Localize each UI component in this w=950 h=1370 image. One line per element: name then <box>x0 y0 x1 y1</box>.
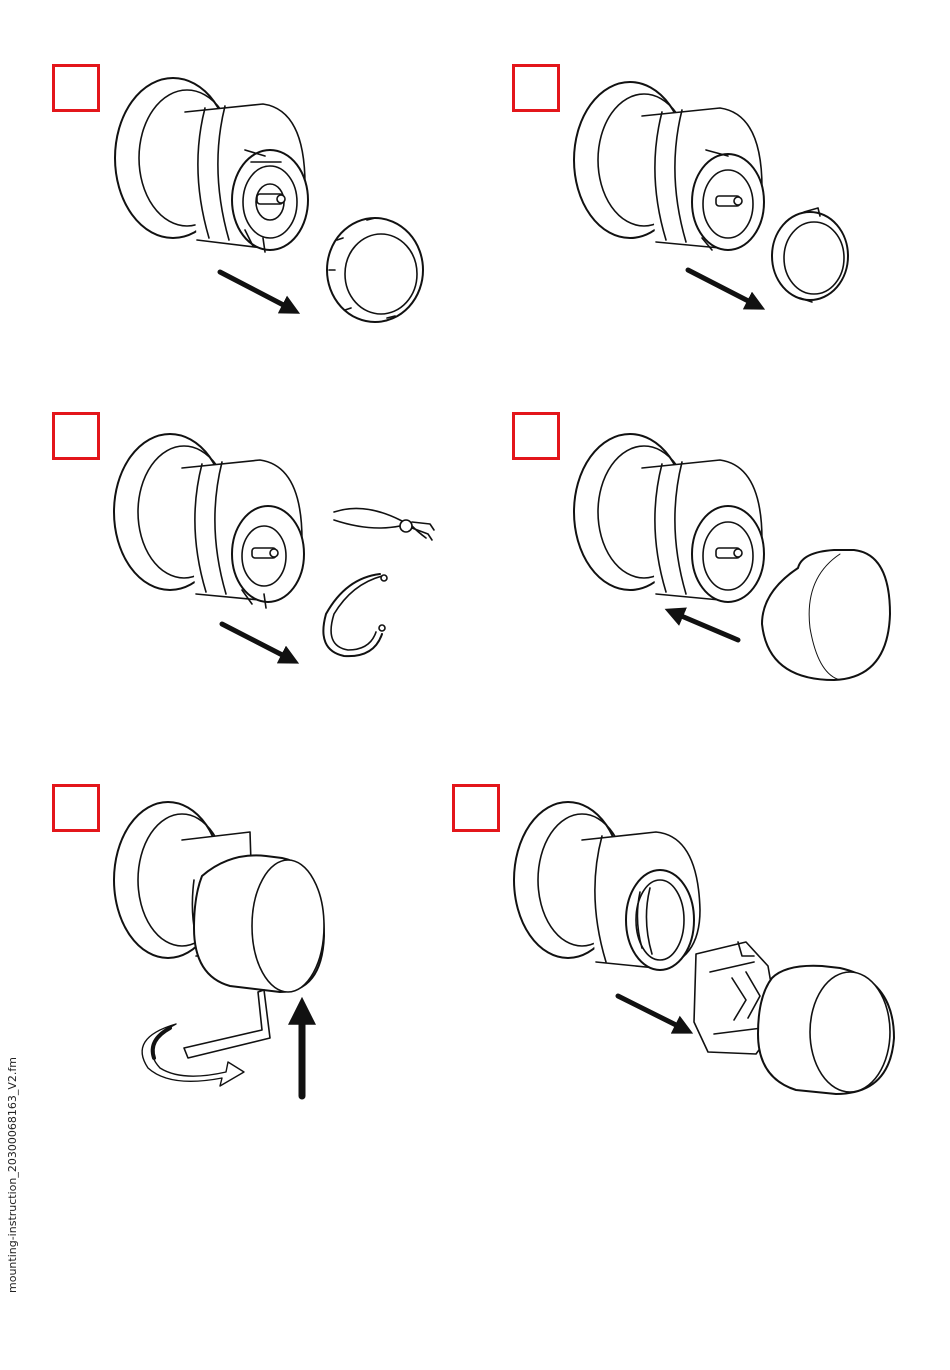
step-2-box <box>512 64 560 112</box>
push-arrow <box>672 612 738 640</box>
step-1-illustration <box>105 70 435 330</box>
pull-arrow <box>618 996 686 1030</box>
hex-key <box>184 990 270 1058</box>
retaining-ring <box>323 574 382 656</box>
step-6-box <box>452 784 500 832</box>
pull-arrow <box>688 270 758 306</box>
step-5-box <box>52 784 100 832</box>
pull-arrow <box>220 272 293 310</box>
step-3-box <box>52 412 100 460</box>
step-4-box <box>512 412 560 460</box>
step-6-illustration <box>510 796 910 1106</box>
circlip-pliers <box>334 508 434 540</box>
step-2-illustration <box>572 78 872 328</box>
pull-arrow <box>222 624 292 660</box>
step-1-box <box>52 64 100 112</box>
step-3-illustration <box>112 428 442 678</box>
step-4-illustration <box>572 428 902 698</box>
step-5-illustration <box>110 796 350 1106</box>
handle-cap <box>762 550 890 680</box>
file-label: mounting-instruction_20300068163_V2.fm <box>6 1057 19 1293</box>
trim-ring <box>327 218 423 322</box>
